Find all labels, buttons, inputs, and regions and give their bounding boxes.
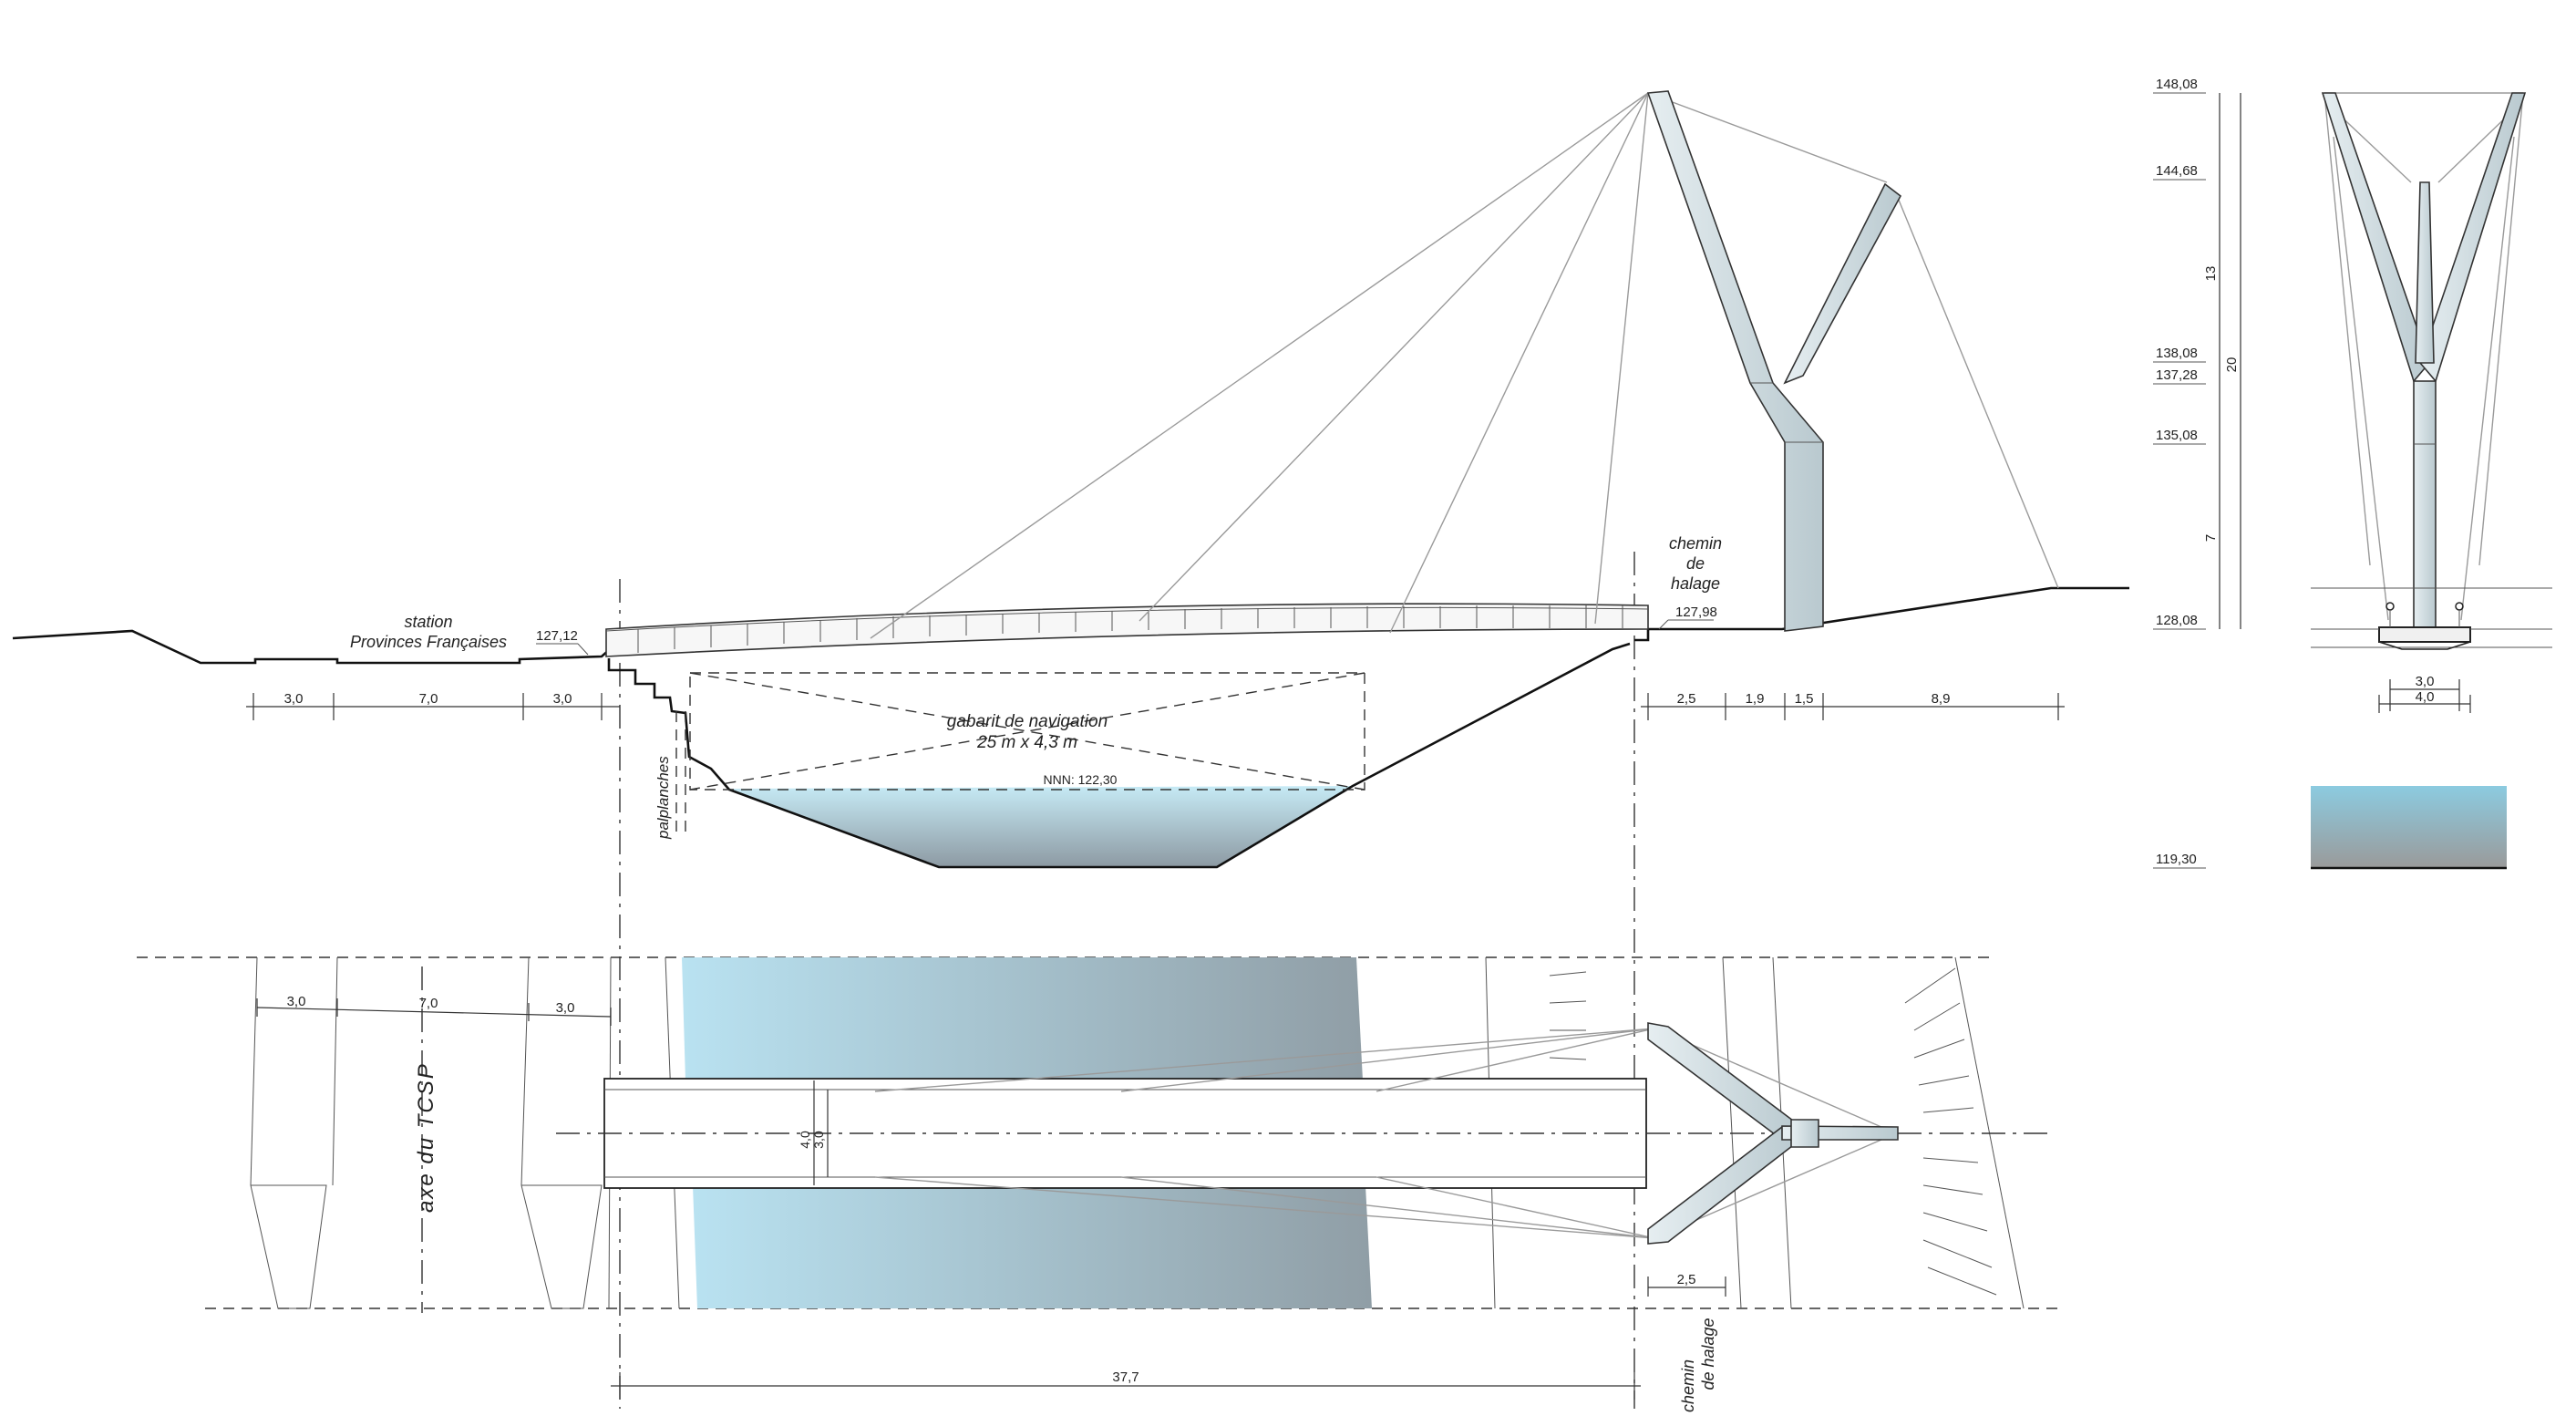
plan-fan-lines [1549,967,1997,1296]
side-cables [2324,92,2524,621]
navigation-gauge [689,672,1365,791]
plan-pylon-cap [1790,1119,1819,1148]
plan-chemin-1: chemin [1679,1359,1697,1412]
side-view: 148,08 144,68 138,08 137,28 135,08 128,0… [2153,77,2552,870]
plan-pylon-lower-arm [1647,1126,1802,1245]
deck-railing-posts [637,605,1623,653]
chemin-label-2: de [1686,554,1705,573]
deck-railing [605,606,1649,632]
level-left-label: 127,12 [536,628,578,644]
channel-water [727,786,1353,867]
station-label-line1: station [404,613,452,631]
level-128: 128,08 [2156,613,2198,628]
gauge-diagonal-1 [689,672,1365,791]
dim-right-4: 8,9 [1932,691,1951,707]
path-width-label: 2,5 [1677,1272,1696,1287]
chemin-label-1: chemin [1669,534,1722,553]
gauge-diagonal-2 [689,672,1365,791]
plan-dim-top-3: 3,0 [556,1000,575,1016]
plan-water-lower [693,1185,1372,1308]
pylon-front-shaft [2413,380,2437,630]
level-right-arrow [1658,619,1669,630]
deck-width-outer-label: 4,0 [798,1131,812,1149]
plan-water-upper [682,957,1363,1080]
water-level-label: NNN: 122,30 [1044,772,1118,787]
plan-view: 3,0 7,0 3,0 axe du TCSP 4,0 3,0 [137,956,2065,1412]
gabarit-label: gabarit de navigation [947,712,1108,731]
level-138: 138,08 [2156,346,2198,361]
cable-anchor-left [2385,602,2395,611]
tram-lanes [250,956,612,1309]
ground-profile-right [1634,586,2129,642]
base-dim-4-label: 4,0 [2416,689,2435,705]
dim-right-1: 2,5 [1677,691,1696,707]
deck-width-inner-label: 3,0 [811,1131,826,1149]
dim-left-2: 7,0 [419,691,438,707]
bridge-deck [605,603,1649,657]
palplanches-label: palplanches [654,756,672,840]
side-deck [2378,626,2471,643]
ground-profile-left [12,629,610,665]
cable-anchor-right [2455,602,2464,611]
level-119: 119,30 [2156,852,2197,867]
pylon-front-center [2415,181,2435,364]
elevation-view: gabarit de navigation 25 m x 4,3 m NNN: … [12,90,2129,1409]
level-148: 148,08 [2156,77,2198,92]
side-deck-keel [2378,641,2471,650]
pylon-secondary-arm [1783,182,1902,385]
stay-cables [870,92,2059,639]
dim-left-1: 3,0 [284,691,304,707]
span-label: 37,7 [1112,1369,1139,1385]
dim-left-3: 3,0 [553,691,572,707]
dim-right-3: 1,5 [1795,691,1814,707]
plan-dim-top-1: 3,0 [287,994,306,1009]
vdim-13-label: 13 [2203,266,2219,282]
plan-dim-top-2: 7,0 [419,996,438,1011]
dim-right-2: 1,9 [1746,691,1765,707]
station-label-line2: Provinces Françaises [350,633,507,651]
level-137: 137,28 [2156,367,2198,383]
gabarit-dimension: 25 m x 4,3 m [976,733,1077,752]
level-right-label: 127,98 [1675,605,1717,620]
vdim-7-label: 7 [2203,534,2219,542]
chemin-label-3: halage [1671,574,1720,593]
pylon-main [1646,90,1824,632]
level-135: 135,08 [2156,428,2198,443]
level-scale [2153,92,2206,869]
level-144: 144,68 [2156,163,2198,179]
plan-chemin-2: de halage [1699,1318,1717,1390]
level-left-arrow [577,643,589,656]
vdim-20-label: 20 [2224,357,2240,373]
axis-tcsp-label: axe du TCSP [414,1062,438,1213]
base-dim-3-label: 3,0 [2416,674,2435,689]
side-water [2311,786,2507,868]
